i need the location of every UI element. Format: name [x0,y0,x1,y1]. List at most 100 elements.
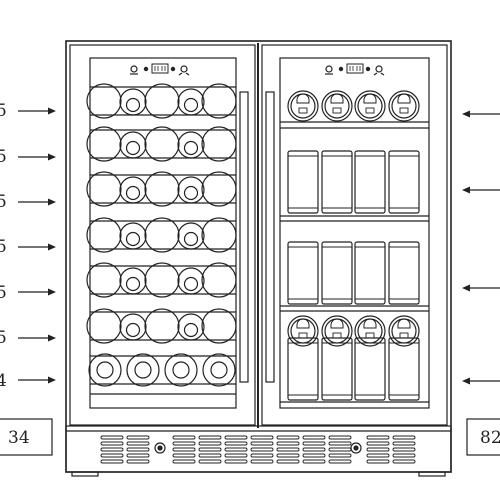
vent-slot [392,459,416,464]
leveling-knob [154,442,166,454]
can-side [321,337,353,401]
vent-slot [366,441,390,446]
can-tab [363,93,377,104]
light-icon [373,72,385,76]
left-panel-dot [143,66,149,72]
wine-bottle-base [177,88,205,116]
leveling-knob-center [157,445,163,451]
display-icon [349,66,361,71]
wine-bottle-base [126,353,160,387]
wine-bottle-neck [134,361,152,379]
display-icon [346,63,364,74]
can-rim [391,93,417,119]
vent-slot [250,447,274,452]
can-opening [298,107,308,114]
wine-bottle-base [144,308,180,344]
vent-slot [250,459,274,464]
can-rim [357,93,383,119]
can-top [321,315,353,347]
right-beverage-zone [280,90,429,403]
can-opening [332,107,342,114]
vent-slot [224,459,248,464]
vent-slot [172,453,196,458]
can-opening [365,332,375,339]
wine-bottle-base [86,126,122,162]
vent-slot [366,459,390,464]
can-tab [296,93,310,104]
arrow-head [462,186,470,194]
can-top [354,90,386,122]
shelf-label-3: 5 [0,192,7,212]
wine-bottle-base [86,308,122,344]
light-icon [178,72,190,76]
vent-slot [302,441,326,446]
wine-bottle-neck [125,276,141,292]
wine-bottle-base [202,353,236,387]
wine-bottle-base [164,353,198,387]
vent-slot [366,447,390,452]
wine-bottle-neck [183,231,199,247]
arrow-head [48,334,56,342]
vent-slot [224,435,248,440]
vent-slot [392,435,416,440]
can-tab [397,93,411,104]
wine-bottle-base [201,83,237,119]
can-opening [332,332,342,339]
can-rim [324,93,350,119]
base-vent-grille [65,425,452,477]
vent-slot [224,453,248,458]
wine-bottle-base [144,171,180,207]
vent-slot [392,453,416,458]
arrow-head [462,284,470,292]
can-side [354,337,386,401]
can-side [388,150,420,214]
light-icon [375,65,383,73]
wine-bottle-neck [96,361,114,379]
capacity-labels: 5 5 5 5 5 5 4 34 82 [0,101,500,456]
base-panel [65,425,452,473]
wine-bottle-neck [125,97,141,113]
can-side [388,337,420,401]
can-top [321,90,353,122]
vent-slot [126,435,150,440]
can-side [287,241,319,305]
vent-slot [328,453,352,458]
wine-bottle-base [119,131,147,159]
arrow-head [48,198,56,206]
can-tab [330,93,344,104]
vent-slot [276,459,300,464]
vent-slot [126,441,150,446]
wine-bottle-base [177,131,205,159]
right-door-glass [279,57,430,409]
vent-slot [126,453,150,458]
wine-bottle-base [86,262,122,298]
can-top [388,315,420,347]
can-side [388,241,420,305]
vent-slot [302,447,326,452]
wine-bottle-base [144,217,180,253]
display-icon [154,66,166,71]
wine-bottle-base [144,126,180,162]
wine-bottle-base [177,313,205,341]
wine-bottle-neck [125,231,141,247]
right-total-box [466,418,500,456]
wine-bottle-base [201,308,237,344]
left-panel-dot [170,66,176,72]
wine-bottle-neck [183,97,199,113]
vent-slot [302,459,326,464]
wine-bottle-base [201,217,237,253]
wine-bottle-neck [125,140,141,156]
left-door-frame [69,44,256,426]
wine-bottle-base [119,88,147,116]
vent-slot [250,453,274,458]
can-side [287,150,319,214]
wine-bottle-base [201,262,237,298]
shelf-label-2: 5 [0,147,7,167]
wine-bottle-neck [172,361,190,379]
can-side [354,241,386,305]
leveling-knob-center [353,445,359,451]
leveling-knob [350,442,362,454]
shelf-label-7: 4 [0,371,7,391]
vent-slot [198,441,222,446]
wine-bottle-base [119,222,147,250]
